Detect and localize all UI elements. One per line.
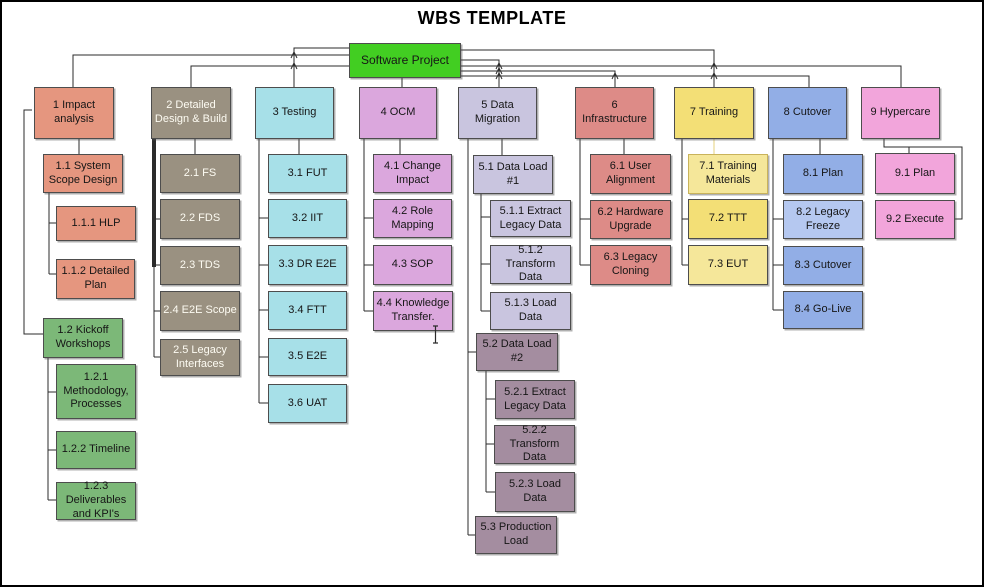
wbs-node-6-infrastructure[interactable]: 6 Infrastructure xyxy=(575,87,654,139)
wbs-node-1-2-3-deliverables-kpis[interactable]: 1.2.3 Deliverables and KPI's xyxy=(56,480,136,520)
wbs-node-6-2-hardware-upgrade[interactable]: 6.2 Hardware Upgrade xyxy=(590,200,671,239)
wbs-node-2-3-tds[interactable]: 2.3 TDS xyxy=(160,246,240,285)
wbs-node-6-1-user-alignment[interactable]: 6.1 User Alignment xyxy=(590,154,671,194)
wbs-node-5-2-data-load-2[interactable]: 5.2 Data Load #2 xyxy=(476,333,558,371)
wbs-node-5-1-2-transform-data[interactable]: 5.1.2 Transform Data xyxy=(490,244,571,284)
wbs-node-4-ocm[interactable]: 4 OCM xyxy=(359,87,437,139)
wbs-node-2-1-fs[interactable]: 2.1 FS xyxy=(160,154,240,193)
wbs-node-8-1-plan[interactable]: 8.1 Plan xyxy=(783,154,863,194)
wbs-node-5-1-1-extract-legacy-data[interactable]: 5.1.1 Extract Legacy Data xyxy=(490,200,571,237)
wbs-node-3-5-e2e[interactable]: 3.5 E2E xyxy=(268,338,347,376)
wbs-node-1-1-system-scope-design[interactable]: 1.1 System Scope Design xyxy=(43,154,123,193)
wbs-node-2-2-fds[interactable]: 2.2 FDS xyxy=(160,199,240,239)
wbs-node-3-3-dr-e2e[interactable]: 3.3 DR E2E xyxy=(268,245,347,285)
wbs-node-9-1-plan[interactable]: 9.1 Plan xyxy=(875,153,955,194)
wbs-node-4-1-change-impact[interactable]: 4.1 Change Impact xyxy=(373,154,452,193)
wbs-node-7-training[interactable]: 7 Training xyxy=(674,87,754,139)
wbs-node-3-1-fut[interactable]: 3.1 FUT xyxy=(268,154,347,193)
wbs-node-2-5-legacy-interfaces[interactable]: 2.5 Legacy Interfaces xyxy=(160,339,240,376)
wbs-node-5-data-migration[interactable]: 5 Data Migration xyxy=(458,87,537,139)
wbs-node-5-3-production-load[interactable]: 5.3 Production Load xyxy=(475,516,557,554)
wbs-node-1-impact-analysis[interactable]: 1 Impact analysis xyxy=(34,87,114,139)
wbs-node-8-cutover[interactable]: 8 Cutover xyxy=(768,87,847,139)
wbs-node-7-1-training-materials[interactable]: 7.1 Training Materials xyxy=(688,154,768,194)
wbs-node-3-4-ftt[interactable]: 3.4 FTT xyxy=(268,291,347,330)
wbs-node-4-4-knowledge-transfer[interactable]: 4.4 Knowledge Transfer. xyxy=(373,291,453,331)
wbs-node-3-testing[interactable]: 3 Testing xyxy=(255,87,334,139)
wbs-node-1-2-2-timeline[interactable]: 1.2.2 Timeline xyxy=(56,431,136,469)
wbs-node-1-1-1-hlp[interactable]: 1.1.1 HLP xyxy=(56,206,136,241)
wbs-node-3-2-iit[interactable]: 3.2 IIT xyxy=(268,199,347,238)
wbs-node-5-2-3-load-data[interactable]: 5.2.3 Load Data xyxy=(495,472,575,512)
wbs-node-3-6-uat[interactable]: 3.6 UAT xyxy=(268,384,347,423)
wbs-node-2-detailed-design-build[interactable]: 2 Detailed Design & Build xyxy=(151,87,231,139)
wbs-node-1-1-2-detailed-plan[interactable]: 1.1.2 Detailed Plan xyxy=(56,259,135,299)
wbs-node-8-4-go-live[interactable]: 8.4 Go-Live xyxy=(783,291,863,329)
page-title: WBS TEMPLATE xyxy=(417,8,567,28)
wbs-node-6-3-legacy-cloning[interactable]: 6.3 Legacy Cloning xyxy=(590,245,671,285)
wbs-node-2-4-e2e-scope[interactable]: 2.4 E2E Scope xyxy=(160,291,240,331)
wbs-node-7-3-eut[interactable]: 7.3 EUT xyxy=(688,245,768,285)
wbs-node-software-project[interactable]: Software Project xyxy=(349,43,461,78)
wbs-node-1-2-kickoff-workshops[interactable]: 1.2 Kickoff Workshops xyxy=(43,318,123,358)
text-cursor-icon xyxy=(431,325,440,344)
wbs-node-4-2-role-mapping[interactable]: 4.2 Role Mapping xyxy=(373,199,452,238)
wbs-node-9-hypercare[interactable]: 9 Hypercare xyxy=(861,87,940,139)
wbs-node-5-1-data-load-1[interactable]: 5.1 Data Load #1 xyxy=(473,155,553,194)
wbs-node-1-2-1-methodology-processes[interactable]: 1.2.1 Methodology, Processes xyxy=(56,364,136,419)
wbs-node-5-2-1-extract-legacy-data[interactable]: 5.2.1 Extract Legacy Data xyxy=(495,380,575,419)
wbs-node-5-2-2-transform-data[interactable]: 5.2.2 Transform Data xyxy=(494,424,575,464)
wbs-node-8-2-legacy-freeze[interactable]: 8.2 Legacy Freeze xyxy=(783,200,863,239)
wbs-node-9-2-execute[interactable]: 9.2 Execute xyxy=(875,200,955,239)
wbs-node-8-3-cutover[interactable]: 8.3 Cutover xyxy=(783,246,863,285)
wbs-node-7-2-ttt[interactable]: 7.2 TTT xyxy=(688,199,768,239)
wbs-node-4-3-sop[interactable]: 4.3 SOP xyxy=(373,245,452,285)
wbs-node-5-1-3-load-data[interactable]: 5.1.3 Load Data xyxy=(490,292,571,330)
